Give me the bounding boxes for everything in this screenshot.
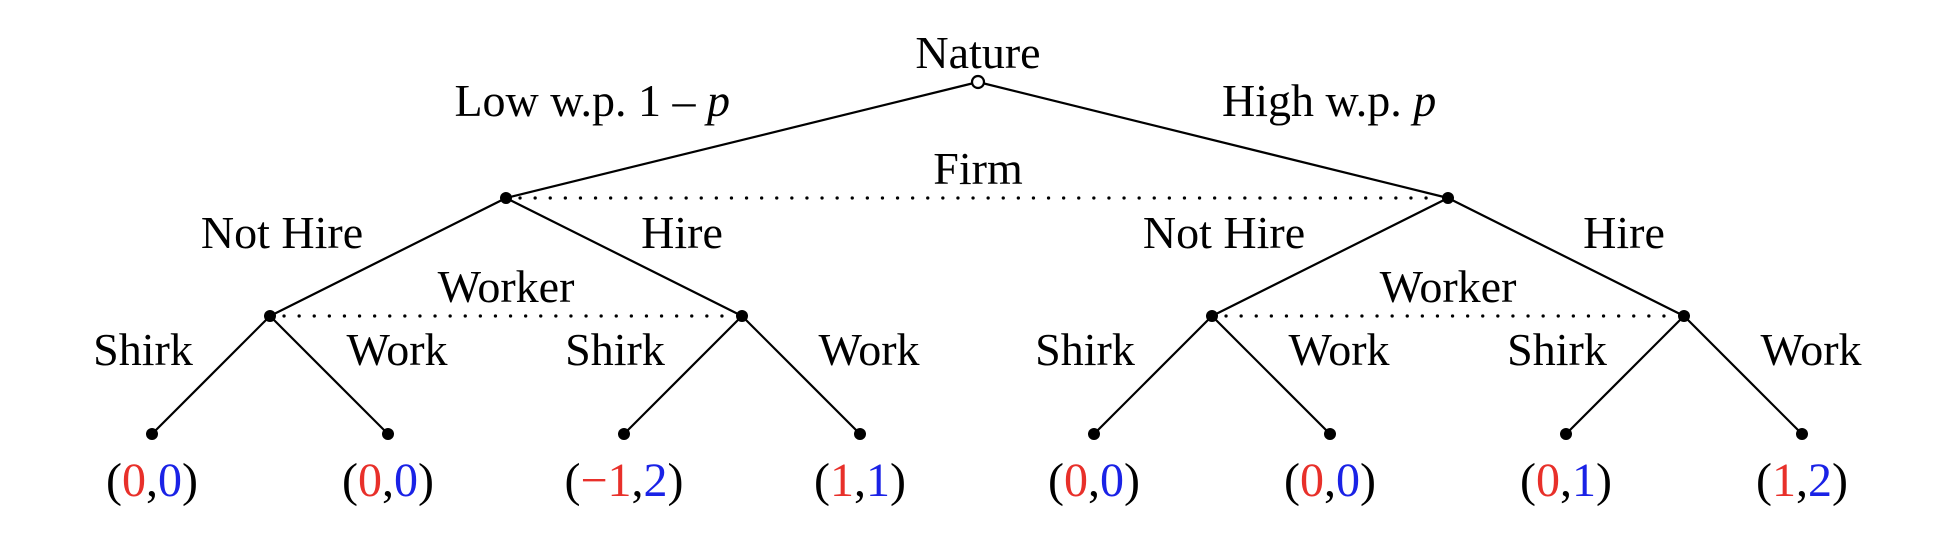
firm-label: Firm <box>933 143 1023 194</box>
low-branch-label: Low w.p. 1 – p <box>454 75 730 126</box>
not-hire-label-right: Not Hire <box>1143 207 1305 258</box>
payoff-3-worker: 2 <box>644 454 668 507</box>
payoffs: (0,0) (0,0) (−1,2) (1,1) (0,0) (0,0) (0,… <box>106 454 1848 507</box>
high-branch-variable: p <box>1410 75 1436 126</box>
payoff-8-worker: 2 <box>1808 454 1832 507</box>
payoff-8: (1,2) <box>1756 454 1848 507</box>
edge-leaf-3-shirk <box>623 315 743 435</box>
nature-node <box>970 74 986 90</box>
shirk-label-1: Shirk <box>93 324 193 375</box>
worker-node-4 <box>1678 310 1690 322</box>
payoff-1-firm: 0 <box>122 454 146 507</box>
payoff-1: (0,0) <box>106 454 198 507</box>
edge-nature-high <box>977 80 1449 200</box>
firm-node-high <box>1442 192 1454 204</box>
worker-label-right: Worker <box>1380 261 1517 312</box>
edge-leaf-7-shirk <box>1565 315 1685 435</box>
payoff-2-firm: 0 <box>358 454 382 507</box>
hire-label-right: Hire <box>1583 207 1665 258</box>
payoff-1-worker: 0 <box>158 454 182 507</box>
edge-leaf-5-shirk <box>1093 315 1213 435</box>
shirk-label-4: Shirk <box>1507 324 1607 375</box>
edge-low-not-hire <box>269 197 507 317</box>
payoff-4-firm: 1 <box>830 454 854 507</box>
not-hire-label-left: Not Hire <box>201 207 363 258</box>
low-branch-variable: p <box>704 75 730 126</box>
payoff-3-firm: −1 <box>580 454 631 507</box>
worker-node-2 <box>736 310 748 322</box>
payoff-4: (1,1) <box>814 454 906 507</box>
edge-leaf-8-work <box>1683 315 1803 435</box>
terminal-node-3 <box>618 428 630 440</box>
worker-label-left: Worker <box>438 261 575 312</box>
shirk-label-3: Shirk <box>1035 324 1135 375</box>
high-branch-text: High w.p. <box>1222 75 1413 126</box>
terminal-node-6 <box>1324 428 1336 440</box>
payoff-7: (0,1) <box>1520 454 1612 507</box>
information-sets <box>282 196 1674 318</box>
payoff-2-worker: 0 <box>394 454 418 507</box>
edge-high-not-hire <box>1211 197 1449 317</box>
payoff-7-worker: 1 <box>1572 454 1596 507</box>
firm-node-low <box>500 192 512 204</box>
terminal-node-4 <box>854 428 866 440</box>
payoff-4-worker: 1 <box>866 454 890 507</box>
payoff-5-worker: 0 <box>1100 454 1124 507</box>
nature-label: Nature <box>915 27 1040 78</box>
worker-node-3 <box>1206 310 1218 322</box>
tree-edges <box>151 80 1803 435</box>
edge-leaf-1-shirk <box>151 315 271 435</box>
hire-label-left: Hire <box>641 207 723 258</box>
terminal-node-8 <box>1796 428 1808 440</box>
edge-leaf-6-work <box>1211 315 1331 435</box>
terminal-node-1 <box>146 428 158 440</box>
edge-nature-low <box>505 80 979 200</box>
tree-nodes <box>146 74 1808 440</box>
work-label-4: Work <box>1760 324 1861 375</box>
work-label-2: Work <box>818 324 919 375</box>
low-branch-text: Low w.p. 1 – <box>454 75 707 126</box>
shirk-label-2: Shirk <box>565 324 665 375</box>
worker-node-1 <box>264 310 276 322</box>
edge-low-hire <box>505 197 743 317</box>
edge-leaf-2-work <box>269 315 389 435</box>
payoff-5: (0,0) <box>1048 454 1140 507</box>
work-label-1: Work <box>346 324 447 375</box>
terminal-node-5 <box>1088 428 1100 440</box>
payoff-6-worker: 0 <box>1336 454 1360 507</box>
payoff-2: (0,0) <box>342 454 434 507</box>
edge-high-hire <box>1447 197 1685 317</box>
payoff-6-firm: 0 <box>1300 454 1324 507</box>
high-branch-label: High w.p. p <box>1222 75 1436 126</box>
payoff-7-firm: 0 <box>1536 454 1560 507</box>
payoff-8-firm: 1 <box>1772 454 1796 507</box>
terminal-node-7 <box>1560 428 1572 440</box>
tree-labels: Nature Low w.p. 1 – p High w.p. p Firm N… <box>93 27 1861 375</box>
terminal-node-2 <box>382 428 394 440</box>
payoff-5-firm: 0 <box>1064 454 1088 507</box>
payoff-3: (−1,2) <box>564 454 683 507</box>
edge-leaf-4-work <box>741 315 861 435</box>
work-label-3: Work <box>1288 324 1389 375</box>
payoff-6: (0,0) <box>1284 454 1376 507</box>
